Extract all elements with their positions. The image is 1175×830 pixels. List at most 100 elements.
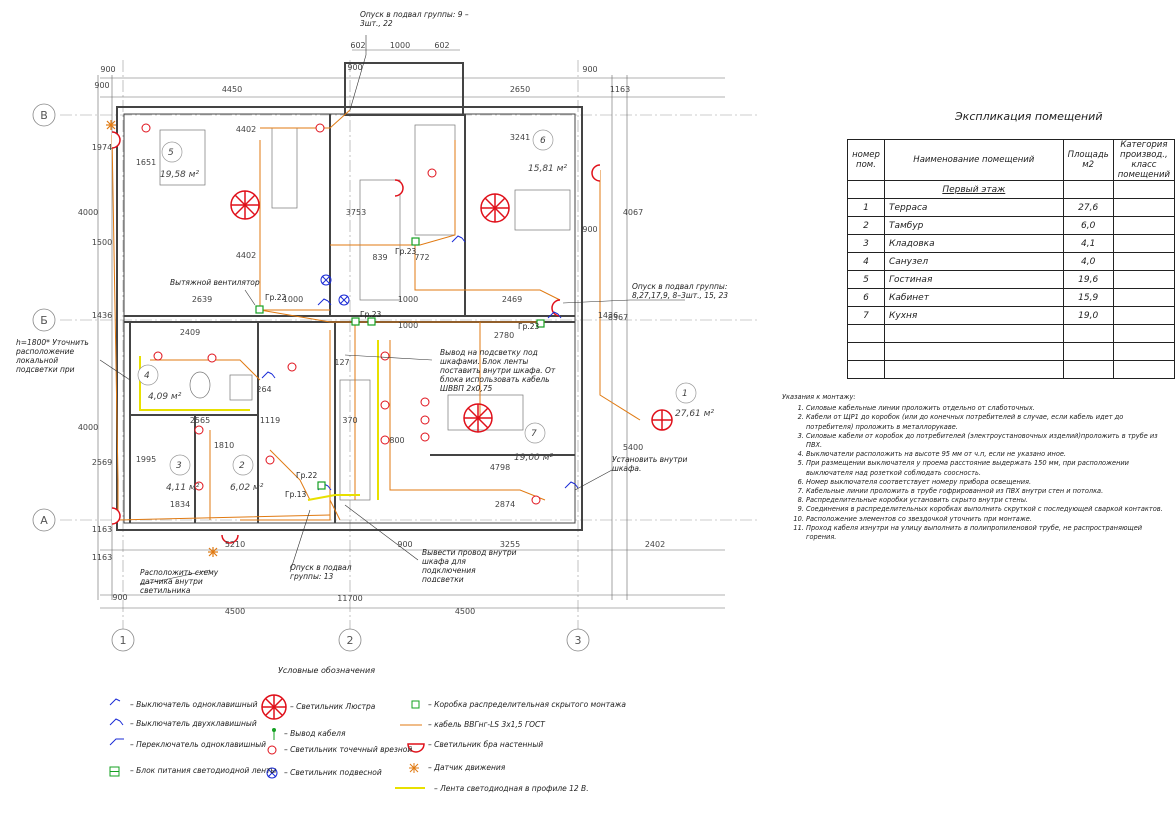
legend-item: – Выключатель одноклавишный (130, 700, 258, 709)
motion-sensors (106, 120, 218, 557)
explication-title: Экспликация помещений (955, 110, 1103, 123)
room-area: 15,81 м² (528, 164, 567, 174)
svg-text:1436: 1436 (92, 311, 112, 320)
svg-text:900: 900 (112, 593, 127, 602)
svg-text:1995: 1995 (136, 455, 156, 464)
notes-title: Указания к монтажу: (782, 393, 856, 401)
switch-icon (564, 481, 579, 489)
room-area: 19,58 м² (160, 170, 199, 180)
note-item: Кабели от ЩР1 до коробок (или до конечны… (806, 413, 1167, 431)
spot-light-icon (420, 397, 430, 407)
switch-icon (547, 311, 562, 319)
legend-title: Условные обозначения (278, 666, 376, 675)
legend-item: – Выключатель двухклавишный (130, 719, 257, 728)
spot-light-icon (265, 455, 275, 465)
svg-text:900: 900 (582, 65, 597, 74)
switch-icon (451, 235, 466, 243)
svg-text:11700: 11700 (337, 594, 362, 603)
svg-text:2469: 2469 (502, 295, 522, 304)
legend-sconce-icon (407, 743, 425, 753)
axis-bubbles (32, 103, 590, 652)
callout-install: Установить внутри шкафа. (612, 455, 687, 473)
svg-text:1000: 1000 (390, 41, 410, 50)
svg-text:1163: 1163 (92, 553, 112, 562)
axis-bubble-col3 (566, 628, 590, 652)
legend-cable-outlet-icon (272, 728, 276, 740)
legend-switch1-icon (109, 698, 121, 706)
svg-text:4000: 4000 (78, 208, 98, 217)
callout-sensor: Расположить схему датчика внутри светиль… (140, 568, 218, 594)
svg-text:1163: 1163 (92, 525, 112, 534)
svg-text:602: 602 (434, 41, 449, 50)
svg-text:2402: 2402 (645, 540, 665, 549)
pendant-light-icon (320, 274, 332, 286)
svg-text:4402: 4402 (236, 125, 256, 134)
legend-item: – Коробка распределительная скрытого мон… (428, 700, 627, 709)
room-number: 4 (144, 371, 150, 381)
axis-bubble-col2 (338, 628, 362, 652)
spot-light-icon (287, 362, 297, 372)
motion-sensor-icon (106, 120, 116, 130)
room-number: 6 (540, 136, 546, 146)
install-notes: Указания к монтажу: Силовые кабельные ли… (782, 393, 1167, 542)
sconce-icon (111, 131, 121, 149)
col-header-num: номер пом. (847, 139, 885, 181)
legend-item: – кабель ВВГнг-LS 3х1,5 ГОСТ (428, 720, 545, 729)
spot-light-icon (153, 351, 163, 361)
room-area: 27,61 м² (675, 409, 714, 419)
svg-text:602: 602 (350, 41, 365, 50)
svg-text:1834: 1834 (170, 500, 190, 509)
legend-item: – Светильник точечный врезной (284, 745, 413, 754)
svg-text:1000: 1000 (283, 295, 303, 304)
svg-text:1163: 1163 (610, 85, 630, 94)
room-number: 5 (168, 148, 174, 158)
legend-pendant-icon (266, 767, 278, 779)
spot-light-icon (194, 481, 204, 491)
sconce-icon (591, 164, 601, 182)
svg-text:2565: 2565 (190, 416, 210, 425)
col-header-name: Наименование помещений (883, 139, 1064, 181)
legend-box-icon (411, 700, 420, 709)
switch-icon (317, 298, 332, 306)
explication-table: номер пом. Наименование помещений Площад… (847, 139, 1175, 379)
axis-label: 3 (575, 634, 582, 647)
axis-bubble-row-bottom (32, 508, 56, 532)
svg-text:4500: 4500 (225, 607, 245, 616)
legend-item: – Светильник подвесной (284, 768, 382, 777)
axis-labels: В Б А 1 2 3 (40, 109, 581, 647)
axis-label: В (40, 109, 48, 122)
junction-boxes (255, 237, 545, 490)
svg-text:900: 900 (94, 81, 109, 90)
junction-box-icon (255, 305, 264, 314)
legend-item: – Светильник бра настенный (428, 740, 544, 749)
spot-lights (141, 123, 541, 505)
callout-bottom: Опуск в подвал группы: 13 (290, 563, 352, 581)
svg-text:2780: 2780 (494, 331, 514, 340)
sconce-icon (551, 299, 561, 317)
group-label: Гр.23 (518, 322, 539, 331)
leader-lines (99, 35, 685, 586)
callout-cabinet: Вывод на подсветку под шкафами. Блок лен… (440, 348, 555, 393)
note-item: Кабельные линии проложить в трубе гофрир… (806, 487, 1167, 496)
svg-text:2639: 2639 (192, 295, 212, 304)
axis-bubble-col1 (111, 628, 135, 652)
callout-hood: Вывести провод внутри шкафа для подключе… (422, 548, 516, 582)
axis-label: А (40, 514, 48, 527)
legend-item: – Светильник Люстра (290, 702, 376, 711)
svg-text:1119: 1119 (260, 416, 280, 425)
group-label: Гр.22 (296, 471, 317, 480)
switch-icon (261, 371, 276, 379)
room-area: 19,00 м² (514, 453, 553, 463)
group-label: Гр.23 (395, 247, 416, 256)
note-item: Проход кабеля изнутри на улицу выполнить… (806, 524, 1167, 542)
junction-box-icon (536, 319, 545, 328)
room-number: 3 (176, 461, 182, 471)
room-tags (137, 129, 697, 476)
note-item: Выключатели расположить на высоте 95 мм … (806, 450, 1167, 459)
spot-light-icon (420, 432, 430, 442)
chandelier-icon (480, 193, 510, 223)
chandeliers (230, 190, 673, 433)
room-number: 7 (531, 429, 537, 439)
